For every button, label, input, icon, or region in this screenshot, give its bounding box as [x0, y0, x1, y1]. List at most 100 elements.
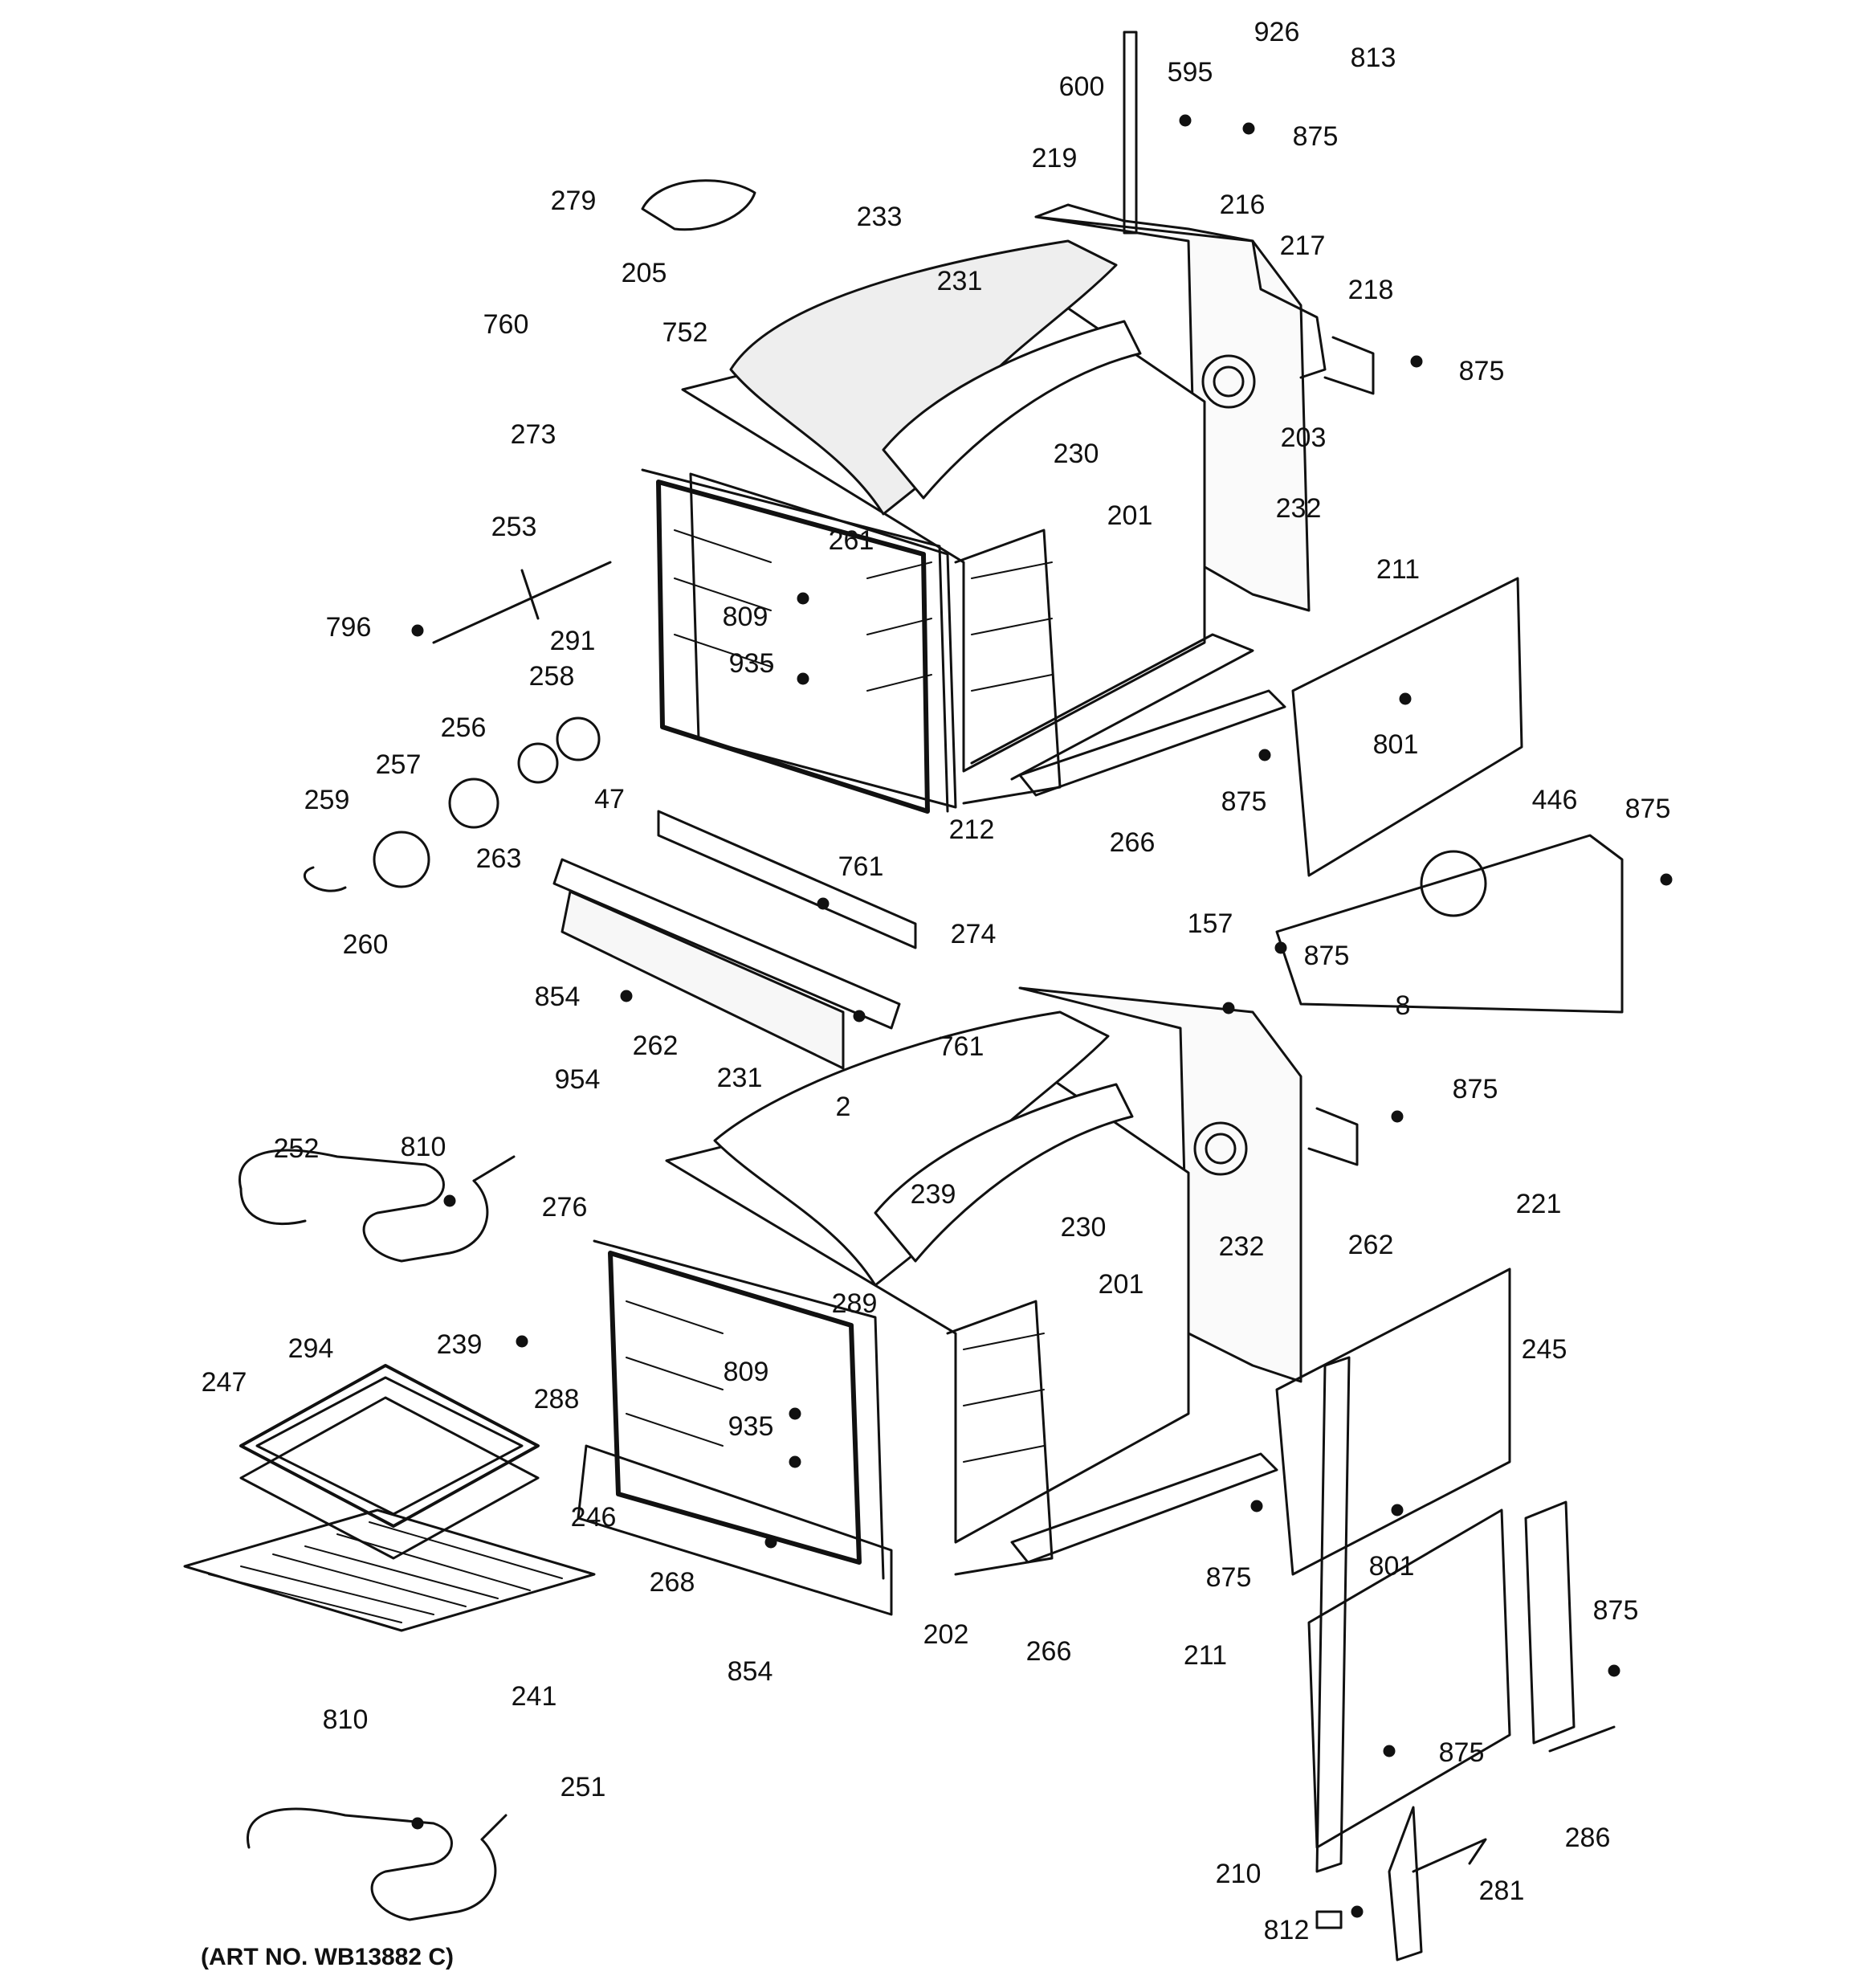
callout-752: 752	[662, 317, 708, 348]
callout-291: 291	[549, 626, 596, 656]
callout-875: 875	[1458, 356, 1505, 386]
callout-761: 761	[838, 851, 884, 882]
callout-261: 261	[828, 525, 874, 556]
callout-256: 256	[440, 712, 487, 743]
callout-935: 935	[728, 648, 775, 679]
callout-274: 274	[950, 919, 997, 949]
callout-854: 854	[727, 1656, 773, 1687]
callout-201: 201	[1107, 500, 1153, 531]
callout-205: 205	[621, 258, 667, 288]
callout-259: 259	[304, 785, 350, 815]
upper-broil-element-bracket	[432, 561, 612, 644]
mid-trim-strips	[552, 810, 917, 1070]
callout-202: 202	[923, 1619, 969, 1650]
callout-809: 809	[722, 602, 768, 632]
callout-221: 221	[1515, 1189, 1562, 1219]
callout-279: 279	[550, 186, 597, 216]
callout-760: 760	[483, 309, 529, 340]
upper-side-panel	[1275, 577, 1624, 1014]
callout-232: 232	[1275, 493, 1322, 524]
callout-810: 810	[322, 1704, 369, 1735]
callout-875: 875	[1221, 786, 1267, 817]
callout-875: 875	[1625, 794, 1671, 824]
callout-231: 231	[936, 266, 983, 296]
callout-286: 286	[1564, 1823, 1611, 1853]
callout-262: 262	[1347, 1230, 1394, 1260]
callout-875: 875	[1292, 121, 1339, 152]
callout-247: 247	[201, 1367, 247, 1398]
callout-810: 810	[400, 1132, 446, 1162]
upper-oven-slide-rail	[1018, 689, 1286, 797]
callout-813: 813	[1350, 43, 1396, 73]
oven-light-assembly	[303, 716, 601, 892]
lower-oven-rear-panel	[1018, 986, 1359, 1383]
oven-rack	[183, 1508, 596, 1632]
callout-233: 233	[856, 202, 903, 232]
art-number: (ART NO. WB13882 C)	[201, 1944, 455, 1970]
callout-600: 600	[1058, 71, 1105, 102]
callout-935: 935	[728, 1411, 774, 1442]
callout-252: 252	[273, 1133, 320, 1164]
callout-761: 761	[938, 1031, 984, 1062]
callout-2: 2	[835, 1092, 851, 1122]
callout-232: 232	[1218, 1231, 1265, 1262]
callout-268: 268	[649, 1567, 695, 1598]
callout-954: 954	[554, 1064, 601, 1095]
upper-oven-insulation-blanket	[729, 239, 1142, 516]
lower-oven-insulation-blanket	[713, 1010, 1134, 1287]
callout-263: 263	[475, 843, 522, 874]
callout-47: 47	[594, 784, 625, 814]
callout-273: 273	[510, 419, 556, 450]
callout-203: 203	[1280, 423, 1327, 453]
callout-239: 239	[436, 1329, 483, 1360]
callout-266: 266	[1025, 1636, 1072, 1667]
callout-875: 875	[1205, 1562, 1252, 1593]
callout-210: 210	[1215, 1859, 1262, 1889]
door-hinge-and-spring	[1315, 1725, 1616, 1961]
callout-926: 926	[1254, 17, 1300, 47]
callout-211: 211	[1376, 554, 1421, 585]
callout-446: 446	[1531, 785, 1578, 815]
callout-260: 260	[342, 929, 389, 960]
callout-239: 239	[910, 1179, 956, 1210]
callout-294: 294	[287, 1333, 334, 1364]
callout-262: 262	[632, 1031, 679, 1061]
callout-246: 246	[570, 1502, 617, 1533]
callout-812: 812	[1263, 1915, 1310, 1945]
callout-875: 875	[1438, 1737, 1485, 1768]
callout-219: 219	[1031, 143, 1078, 173]
callout-801: 801	[1372, 729, 1419, 760]
callout-251: 251	[560, 1772, 606, 1802]
vent-cap	[641, 31, 1138, 235]
callout-809: 809	[723, 1357, 769, 1387]
callout-276: 276	[541, 1192, 588, 1223]
callout-257: 257	[375, 749, 422, 780]
broiler-pan	[239, 1364, 540, 1560]
callout-230: 230	[1053, 439, 1099, 469]
callout-241: 241	[511, 1681, 557, 1712]
upper-bake-element	[238, 1149, 516, 1263]
callout-8: 8	[1395, 990, 1411, 1021]
callout-157: 157	[1187, 908, 1233, 939]
callout-216: 216	[1219, 190, 1266, 220]
callout-212: 212	[948, 814, 995, 845]
callout-231: 231	[716, 1063, 763, 1093]
fastener-details	[411, 114, 1673, 1918]
callout-595: 595	[1167, 57, 1213, 88]
callout-201: 201	[1098, 1269, 1144, 1300]
callout-854: 854	[534, 982, 581, 1012]
callout-875: 875	[1452, 1074, 1498, 1104]
lower-oven-slide-rail	[1010, 1452, 1278, 1564]
callout-288: 288	[533, 1384, 580, 1414]
callout-218: 218	[1347, 275, 1394, 305]
callout-796: 796	[325, 612, 372, 643]
callout-289: 289	[831, 1288, 878, 1319]
callout-217: 217	[1279, 231, 1326, 261]
callout-245: 245	[1521, 1334, 1567, 1365]
callout-253: 253	[491, 512, 537, 542]
callout-266: 266	[1109, 827, 1156, 858]
lower-side-panels	[1275, 1268, 1576, 1873]
lower-bake-element	[247, 1807, 508, 1921]
